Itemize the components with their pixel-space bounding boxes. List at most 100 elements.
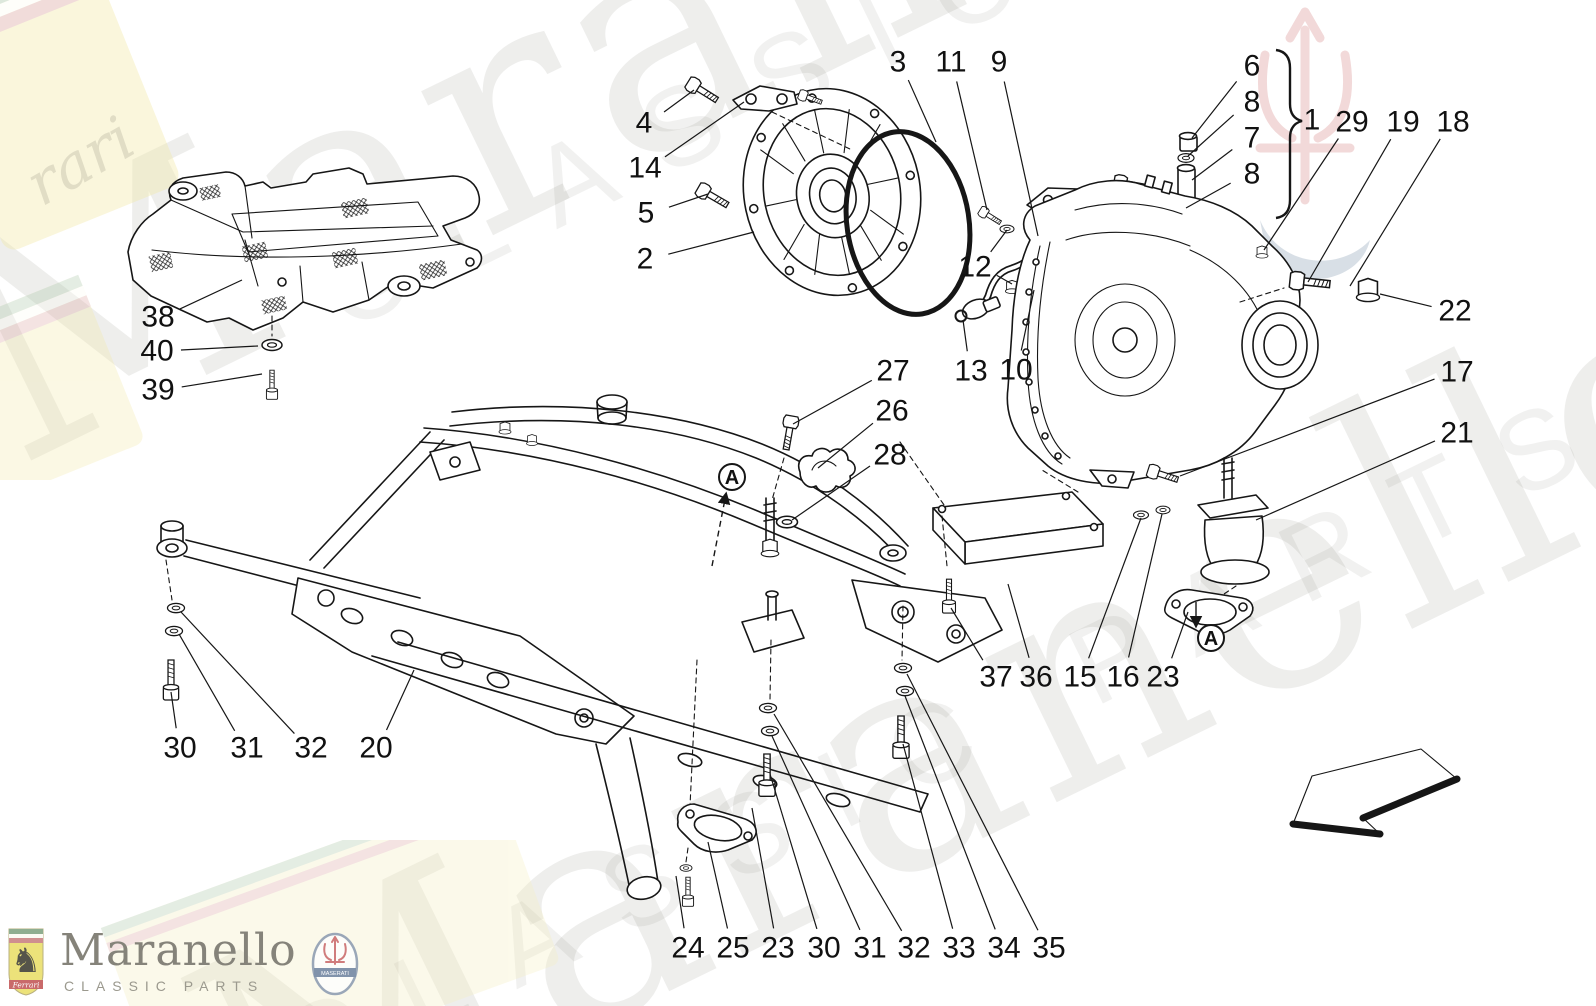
part-number-10: 10: [999, 354, 1032, 387]
part-number-25: 25: [716, 932, 749, 965]
bolt-24: [681, 876, 695, 907]
group-brace: [1275, 48, 1303, 220]
part-number-11: 11: [935, 46, 966, 79]
leader-line-10: [1020, 289, 1035, 351]
washer-12a: [999, 224, 1015, 234]
leader-line-39: [181, 373, 263, 388]
part-number-26: 26: [875, 395, 908, 428]
heat-shield-hatching: [148, 184, 448, 315]
part-number-4: 4: [636, 107, 653, 140]
ecu-box-36: [899, 441, 1104, 614]
view-marker-circle-0: [718, 463, 746, 491]
view-markers: AA: [711, 463, 1225, 652]
part-number-20: 20: [359, 732, 392, 765]
ferrari-shield-icon: ♞ Ferrari: [8, 928, 44, 996]
part-number-15: 15: [1063, 661, 1096, 694]
leader-line-21: [1255, 440, 1436, 521]
leader-line-33: [902, 743, 954, 929]
spring-clip-26: [797, 447, 856, 493]
leader-line-15: [1088, 517, 1142, 659]
gearbox-housing: [1006, 174, 1381, 489]
leader-line-40: [180, 345, 259, 351]
bolt-18-19: [1288, 270, 1332, 294]
leader-line-12: [996, 274, 1013, 285]
direction-arrow-icon: [1289, 748, 1461, 838]
leader-line-13: [962, 319, 968, 352]
svg-text:♞: ♞: [11, 941, 41, 981]
bolt-4: [683, 74, 722, 108]
part-number-34: 34: [987, 932, 1020, 965]
leader-line-20: [385, 669, 415, 731]
right-mount-bracket: [851, 579, 1003, 663]
part-number-39: 39: [141, 374, 174, 407]
nut-29: [1255, 245, 1269, 259]
leader-line-28: [791, 465, 871, 521]
speed-sensor-13: [954, 296, 1001, 323]
leader-line-22: [1379, 293, 1432, 308]
leader-line-27: [792, 379, 873, 425]
leader-line-4: [663, 89, 695, 113]
fastener-stacks: [162, 559, 915, 907]
bolt-39: [265, 369, 279, 400]
leader-line-8: [1185, 182, 1231, 209]
part-number-35: 35: [1032, 932, 1065, 965]
part-number-32: 32: [897, 932, 930, 965]
part-number-37: 37: [979, 661, 1012, 694]
leader-line-3: [907, 79, 937, 143]
view-marker-circle-1: [1197, 624, 1225, 652]
bolt-27: [777, 414, 801, 452]
part-number-2: 2: [637, 243, 654, 276]
leader-line-12: [990, 229, 1008, 253]
brand-tagline: CLASSIC PARTS: [64, 978, 265, 994]
part-number-19: 19: [1386, 106, 1419, 139]
part-number-31: 31: [853, 932, 886, 965]
part-number-30: 30: [807, 932, 840, 965]
part-number-6: 6: [1244, 50, 1261, 83]
ferrari-label: Ferrari: [12, 981, 40, 990]
part-number-23: 23: [1146, 661, 1179, 694]
part-number-16: 16: [1106, 661, 1139, 694]
left-bushing-eye: [156, 520, 188, 558]
leader-line-25: [707, 841, 729, 929]
leader-line-16: [1128, 513, 1163, 658]
leader-line-35: [906, 673, 1039, 931]
leader-line-19: [1307, 138, 1392, 283]
part-number-18: 18: [1436, 106, 1469, 139]
washer-16: [1155, 505, 1171, 515]
leader-line-34: [904, 695, 996, 930]
part-number-5: 5: [638, 197, 655, 230]
part-number-29: 29: [1335, 106, 1368, 139]
leader-line-31: [178, 633, 236, 732]
part-number-7: 7: [1244, 122, 1261, 155]
view-marker-letter-1: A: [1204, 628, 1218, 650]
part-number-21: 21: [1440, 417, 1473, 450]
part-number-1: 1: [1304, 104, 1321, 137]
leader-line-36: [1007, 583, 1030, 659]
leader-line-6: [1191, 80, 1238, 139]
leader-line-5: [668, 193, 709, 208]
leader-line-11: [956, 81, 988, 211]
leader-line-30: [170, 691, 177, 729]
leader-line-8: [1187, 114, 1235, 157]
part-number-9: 9: [991, 46, 1008, 79]
leader-line-23: [751, 807, 775, 929]
clamp-26-group: [771, 414, 856, 529]
leader-line-7: [1191, 148, 1233, 181]
leader-line-31: [771, 735, 861, 931]
part-number-27: 27: [876, 355, 909, 388]
leader-line-2: [668, 231, 755, 255]
heat-shield-38: [127, 167, 483, 400]
part-number-17: 17: [1440, 356, 1473, 389]
part-number-8: 8: [1244, 86, 1261, 119]
o-ring-3: [843, 129, 973, 317]
leader-line-18: [1349, 138, 1441, 287]
part-number-33: 33: [942, 932, 975, 965]
part-number-13: 13: [954, 355, 987, 388]
part-number-32: 32: [294, 732, 327, 765]
part-number-38: 38: [141, 301, 174, 334]
part-number-3: 3: [890, 46, 907, 79]
washer-40: [261, 338, 283, 352]
maserati-label: MASERATI: [321, 971, 349, 977]
leader-line-24: [675, 875, 685, 929]
